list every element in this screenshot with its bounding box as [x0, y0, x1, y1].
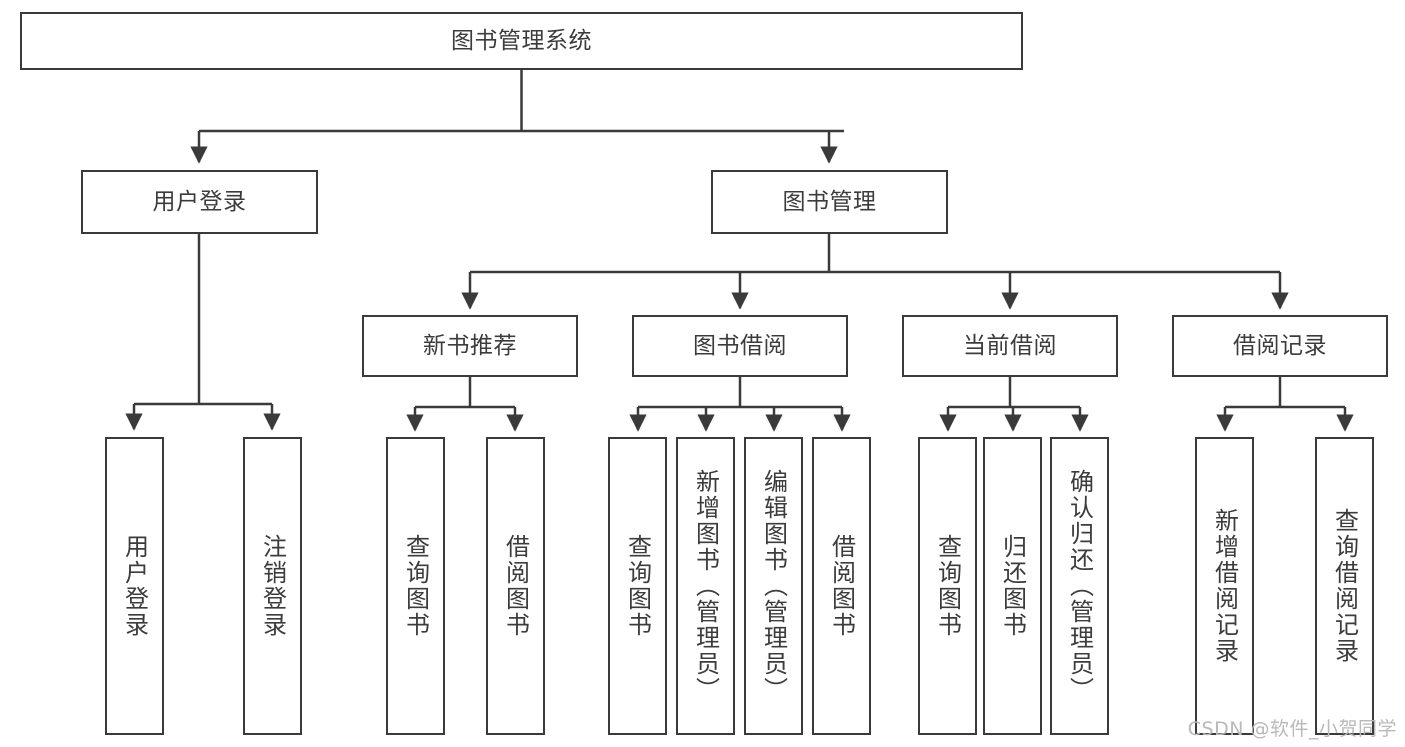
node-user-login[interactable]: 用户登录: [81, 170, 318, 234]
node-label: 查询图书: [401, 534, 430, 638]
node-label: 图书借阅: [693, 332, 787, 359]
node-label: 借阅图书: [827, 534, 856, 638]
node-label: 查询图书: [623, 534, 652, 638]
node-label: 新增图书（管理员）: [691, 469, 720, 703]
node-label: 图书管理: [782, 188, 877, 215]
node-label: 借阅图书: [501, 534, 530, 638]
node-label: 用户登录: [120, 534, 149, 638]
leaf-borrow-book-recommend[interactable]: 借阅图书: [486, 437, 545, 735]
node-book-borrow[interactable]: 图书借阅: [632, 315, 848, 377]
csdn-watermark: CSDN @软件_小贺同学: [1187, 718, 1397, 740]
leaf-query-book-recommend[interactable]: 查询图书: [386, 437, 445, 735]
leaf-query-book-borrow[interactable]: 查询图书: [608, 437, 667, 735]
node-label: 用户登录: [152, 188, 247, 215]
leaf-logout[interactable]: 注销登录: [243, 437, 302, 735]
node-label: 当前借阅: [963, 332, 1057, 359]
node-label: 查询借阅记录: [1330, 508, 1359, 664]
node-label: 新增借阅记录: [1210, 508, 1239, 664]
leaf-confirm-return-admin[interactable]: 确认归还（管理员）: [1050, 437, 1109, 735]
node-root-book-management-system[interactable]: 图书管理系统: [20, 12, 1023, 70]
node-label: 新书推荐: [423, 332, 517, 359]
leaf-add-borrow-record[interactable]: 新增借阅记录: [1195, 437, 1254, 735]
node-label: 归还图书: [998, 534, 1027, 638]
node-label: 图书管理系统: [451, 27, 592, 54]
node-new-book-recommend[interactable]: 新书推荐: [362, 315, 578, 377]
node-book-management[interactable]: 图书管理: [711, 170, 948, 234]
node-label: 借阅记录: [1233, 332, 1327, 359]
node-current-borrow[interactable]: 当前借阅: [902, 315, 1118, 377]
node-borrow-record[interactable]: 借阅记录: [1172, 315, 1388, 377]
leaf-query-borrow-record[interactable]: 查询借阅记录: [1315, 437, 1374, 735]
node-label: 查询图书: [933, 534, 962, 638]
leaf-edit-book-admin[interactable]: 编辑图书（管理员）: [744, 437, 803, 735]
node-label: 注销登录: [258, 534, 287, 638]
node-label: 确认归还（管理员）: [1065, 469, 1094, 703]
node-label: 编辑图书（管理员）: [759, 469, 788, 703]
leaf-query-book-current[interactable]: 查询图书: [918, 437, 977, 735]
leaf-add-book-admin[interactable]: 新增图书（管理员）: [676, 437, 735, 735]
leaf-return-book[interactable]: 归还图书: [983, 437, 1042, 735]
leaf-borrow-book[interactable]: 借阅图书: [812, 437, 871, 735]
leaf-user-login[interactable]: 用户登录: [105, 437, 164, 735]
